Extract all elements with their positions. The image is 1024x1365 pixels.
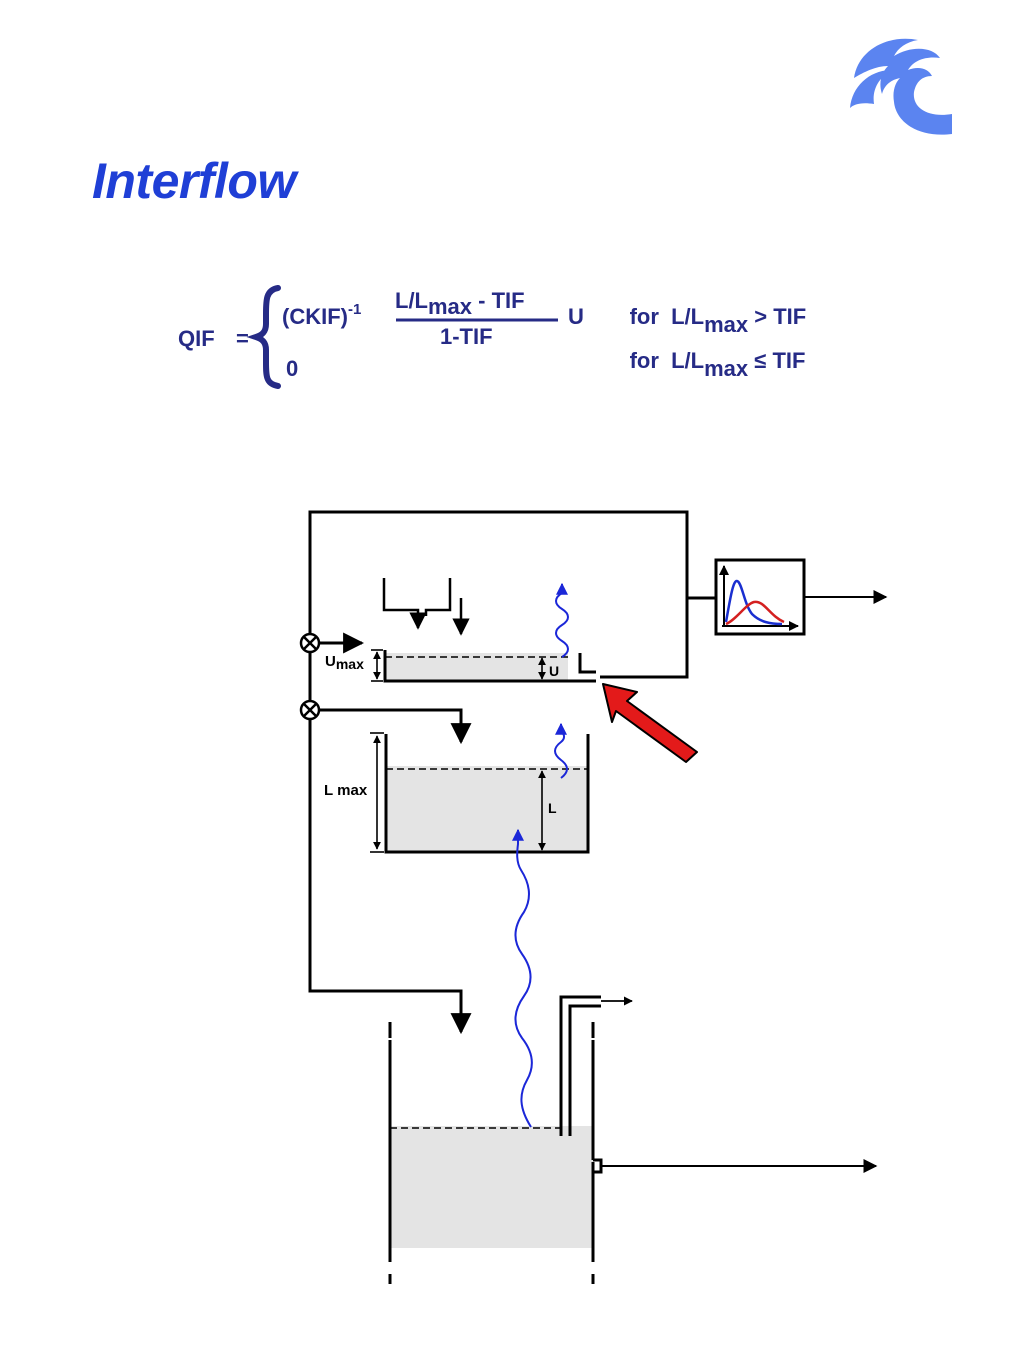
umax-label: Umax: [325, 653, 364, 672]
u-label: U: [549, 663, 559, 679]
upper-zone-tank: [383, 650, 596, 683]
highlight-arrow-icon: [602, 683, 698, 763]
precipitation-input: [382, 578, 470, 636]
formula-brace: [246, 285, 281, 389]
evaporation-wave-icon: [555, 582, 569, 658]
formula-u: U: [568, 304, 584, 329]
evaporation-wave-icon: [554, 722, 568, 779]
multiply-junction-icon: [299, 699, 321, 721]
wave-logo-icon: [850, 38, 952, 135]
l-label: L: [548, 800, 557, 816]
formula-numerator: L/L: [395, 288, 428, 313]
interflow-formula: QIF = (CKIF) -1 L/Lmax - TIF 1-TIF U for…: [178, 285, 825, 389]
formula-condition-2: for L/L: [630, 348, 705, 373]
lmax-dimension: [370, 732, 384, 853]
umax-dimension: [371, 649, 383, 682]
hydrograph-icon: [714, 558, 806, 636]
svg-text:for L/Lmax > TIF: for L/Lmax > TIF: [599, 304, 825, 337]
svg-text:L/Lmax - TIF: L/Lmax - TIF: [395, 288, 525, 319]
multiply-junction-icon: [299, 632, 321, 654]
formula-zero: 0: [286, 356, 298, 381]
formula-equals: =: [236, 326, 249, 351]
groundwater-outlets: [559, 995, 878, 1174]
page-title: Interflow: [92, 153, 296, 209]
formula-lhs: QIF: [178, 326, 215, 351]
lower-zone-tank: [384, 734, 590, 854]
formula-condition-1: for L/L: [630, 304, 705, 329]
groundwater-tank: [388, 1022, 595, 1284]
formula-exponent: -1: [348, 301, 361, 318]
capillary-rise-wave-icon: [512, 828, 533, 1128]
svg-text:for L/Lmax ≤ TIF: for L/Lmax ≤ TIF: [599, 348, 824, 381]
formula-coef: (CKIF): [282, 304, 348, 329]
formula-denominator: 1-TIF: [440, 324, 493, 349]
